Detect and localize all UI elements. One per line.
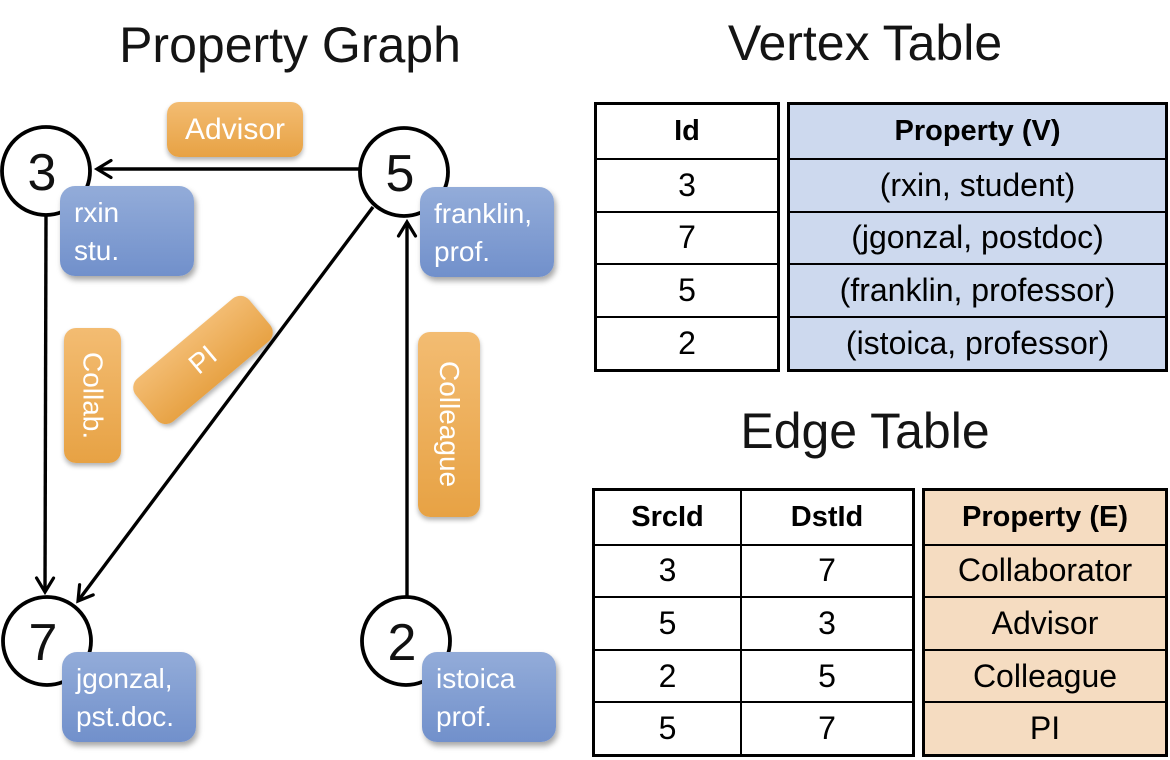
vertex-prop-line: prof. — [434, 236, 491, 267]
edge-table-cell-srcid: 5 — [595, 596, 740, 649]
vertex-table-cell-property: (rxin, student) — [790, 157, 1165, 211]
edge-table-cell-dstid: 3 — [740, 596, 912, 649]
edge-table-cell-dstid: 5 — [740, 648, 912, 702]
vertex-prop-line: franklin, — [434, 198, 533, 229]
edge-table-cell-dstid: 7 — [740, 543, 912, 597]
vertex-prop-line: rxin — [74, 197, 120, 228]
vertex-id-2: 2 — [388, 614, 417, 672]
graph-title: Property Graph — [119, 17, 461, 73]
vertex-prop-box-5: franklin, prof. — [420, 187, 554, 277]
edge-table-cell-property: PI — [925, 701, 1165, 754]
edge-table-header-dstid: DstId — [740, 491, 912, 544]
edge-label-collab: Collab. — [64, 328, 121, 463]
vertex-table-cell-id: 5 — [597, 263, 777, 316]
vertex-table-cell-id: 7 — [597, 210, 777, 264]
vertex-prop-line: pst.doc. — [76, 701, 175, 732]
vertex-prop-line: jgonzal, — [76, 663, 173, 694]
vertex-prop-box-2: istoica prof. — [422, 652, 556, 742]
edge-label-colleague: Colleague — [418, 332, 480, 517]
vertex-table-cell-property: (istoica, professor) — [790, 316, 1165, 369]
edge-table-cell-dstid: 7 — [740, 701, 912, 754]
vertex-prop-box-3: rxin stu. — [60, 186, 194, 276]
vertex-table-cell-property: (jgonzal, postdoc) — [790, 210, 1165, 264]
edge-table-cell-srcid: 5 — [595, 701, 740, 754]
edge-table-header-srcid: SrcId — [631, 500, 704, 533]
edge-table-cell-property: Collaborator — [925, 543, 1165, 597]
vertex-id-3: 3 — [28, 144, 57, 202]
vertex-prop-line: prof. — [436, 701, 493, 732]
edge-line-collab-3-to-7 — [34, 214, 56, 596]
vertex-table-header-id: Id — [674, 114, 700, 147]
edge-line-pi-5-to-7 — [76, 205, 375, 604]
edge-table-cell-property: Advisor — [925, 596, 1165, 649]
edge-table-cell-srcid: 2 — [595, 648, 740, 702]
edge-table-header-property: Property (E) — [962, 500, 1128, 533]
vertex-table-property-column: Property (V) (rxin, student) (jgonzal, p… — [787, 102, 1168, 372]
edge-label-advisor: Advisor — [167, 102, 303, 157]
vertex-table-cell-id: 2 — [597, 316, 777, 369]
edge-table-title: Edge Table — [740, 403, 990, 459]
vertex-table-cell-id: 3 — [597, 157, 777, 211]
vertex-table-title: Vertex Table — [727, 15, 1003, 71]
vertex-prop-line: istoica — [436, 663, 516, 694]
vertex-id-7: 7 — [29, 614, 58, 672]
vertex-id-5: 5 — [386, 145, 415, 203]
edge-table-property-column: Property (E) Collaborator Advisor Collea… — [922, 488, 1168, 757]
vertex-prop-line: stu. — [74, 235, 120, 266]
vertex-prop-box-7: jgonzal, pst.doc. — [62, 652, 196, 742]
edge-table-id-columns: SrcId DstId 3 7 5 3 2 5 5 7 — [592, 488, 915, 757]
vertex-table-id-column: Id 3 7 5 2 — [594, 102, 780, 372]
edge-table-cell-property: Colleague — [925, 648, 1165, 702]
vertex-table-cell-property: (franklin, professor) — [790, 263, 1165, 316]
vertex-table-header-property: Property (V) — [894, 114, 1061, 147]
edge-table-cell-srcid: 3 — [595, 543, 740, 597]
